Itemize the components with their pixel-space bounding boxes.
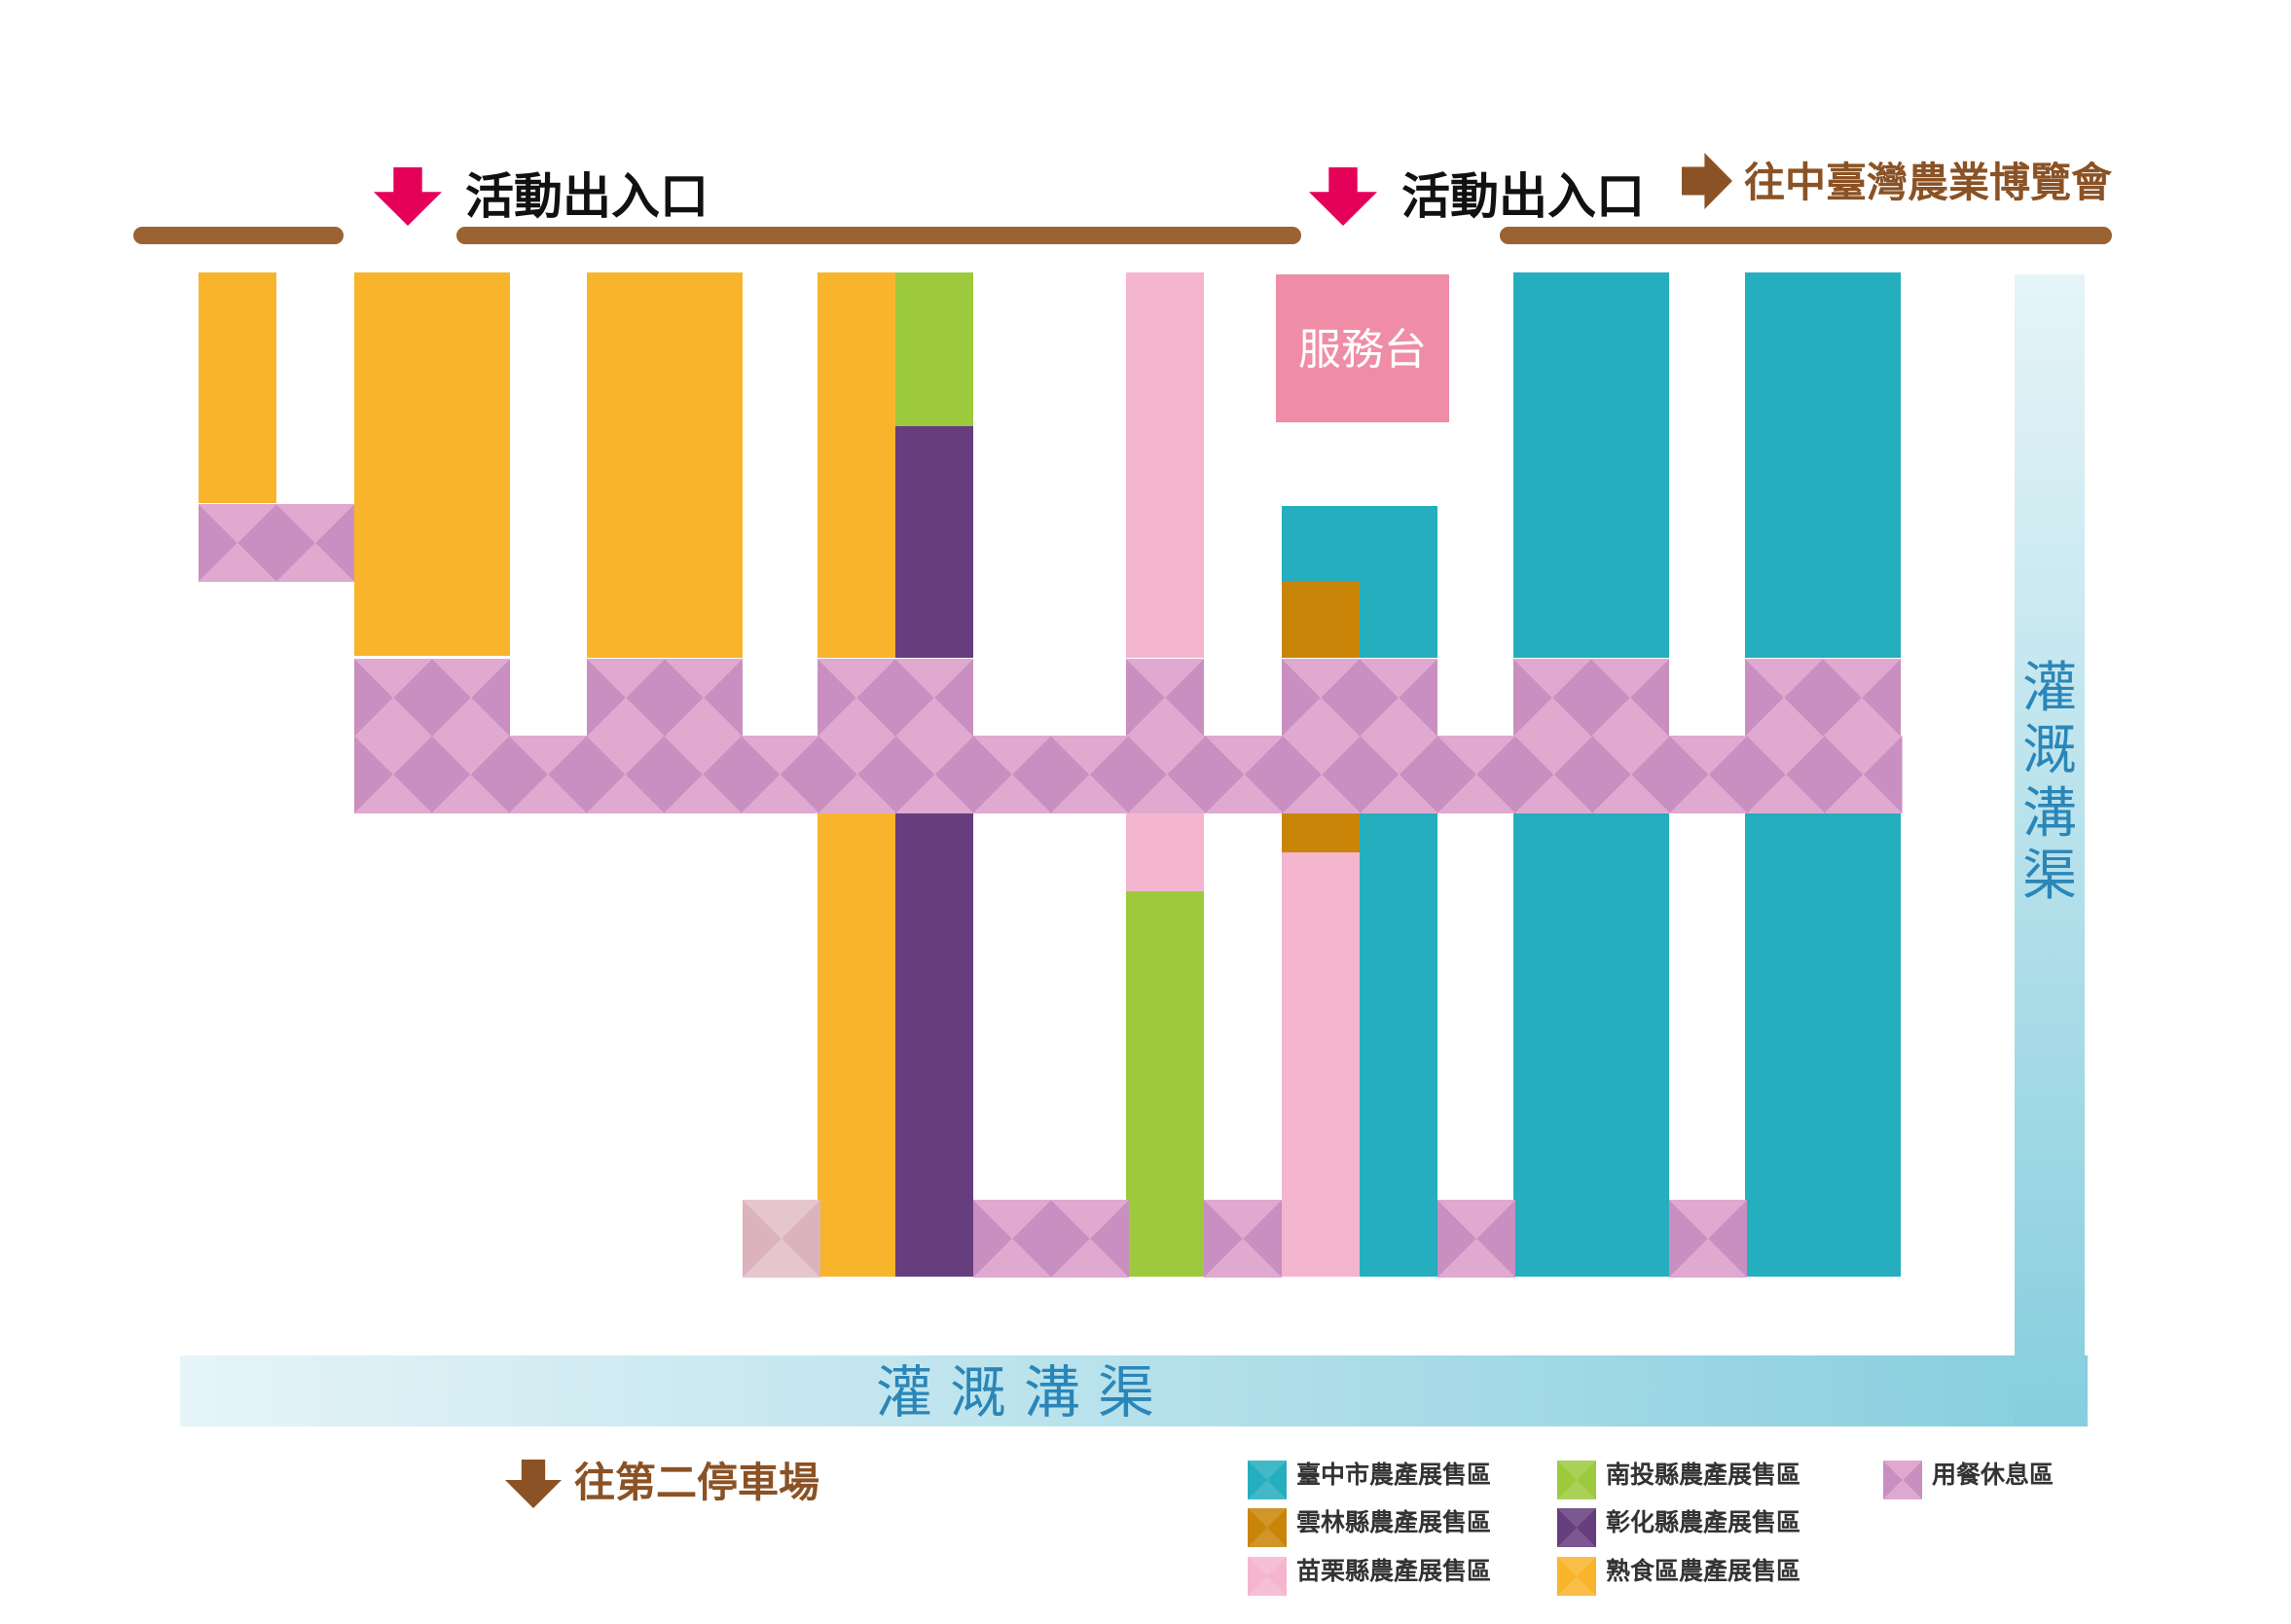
rest-tile-15	[431, 736, 510, 813]
legend-label-yunlin: 雲林縣農產展售區	[1296, 1508, 1492, 1536]
rest-tile-6	[895, 659, 973, 737]
rest-tile-2	[432, 659, 510, 737]
stall-food-4	[587, 272, 743, 658]
canal-bottom	[180, 1355, 2088, 1426]
rest-tile-37	[973, 1200, 1051, 1278]
rest-tile-8	[1282, 659, 1360, 737]
to-expo-arrow-icon	[1682, 153, 1732, 209]
rest-tile-20	[818, 736, 896, 813]
service-desk	[1276, 274, 1449, 422]
rest-tile-38	[1051, 1200, 1129, 1278]
rest-tile-27	[1360, 736, 1438, 813]
legend-swatch-miaoli	[1248, 1557, 1287, 1596]
rest-tile-14	[354, 736, 432, 813]
legend-swatch-food	[1557, 1557, 1596, 1596]
stall-taichung-22	[1745, 272, 1901, 658]
canal-label-right: 灌溉溝渠	[2022, 657, 2077, 909]
canal-label-bottom: 灌溉溝渠	[876, 1359, 1173, 1426]
rest-tile-10	[1513, 659, 1591, 737]
legend-label-food: 熟食區農產展售區	[1606, 1557, 1801, 1585]
stall-taichung-20	[1513, 272, 1669, 658]
rest-tile-30	[1592, 736, 1670, 813]
rest-tile-1	[354, 659, 432, 737]
rest-tile-13	[1823, 659, 1901, 737]
canal-right	[2015, 274, 2085, 1426]
rest-tile-39	[1204, 1200, 1282, 1278]
stall-miaoli-18	[1282, 852, 1360, 1277]
rest-tile-25	[1205, 736, 1284, 813]
service-desk-label: 服務台	[1298, 325, 1427, 375]
rest-tile-22	[973, 736, 1051, 813]
rest-tile-26	[1283, 736, 1361, 813]
entrance-arrow-right-icon	[1309, 167, 1377, 226]
rest-tile-24	[1128, 736, 1206, 813]
rest-tile-34	[199, 504, 276, 582]
stall-changhua-10	[895, 812, 973, 1277]
rest-tile-28	[1437, 736, 1515, 813]
legend-swatch-yunlin	[1248, 1508, 1287, 1547]
legend-swatch-changhua	[1557, 1508, 1596, 1547]
stall-changhua-9	[895, 426, 973, 658]
stall-food-3	[431, 581, 509, 656]
stall-miaoli-12	[1126, 812, 1204, 891]
rest-tile-16	[509, 736, 587, 813]
rest-tile-3	[587, 659, 665, 737]
stall-nantou-13	[1126, 891, 1204, 1277]
rest-tile-41	[1669, 1200, 1747, 1278]
rest-tile-4	[665, 659, 743, 737]
rest-tile-35	[276, 504, 354, 582]
stall-nantou-8	[895, 272, 973, 426]
stall-miaoli-11	[1126, 272, 1204, 658]
stall-taichung-16	[1360, 582, 1437, 658]
legend-swatch-rest	[1883, 1461, 1922, 1499]
stall-yunlin-15	[1282, 582, 1360, 658]
stall-food-7	[818, 812, 895, 1277]
rest-tile-18	[664, 736, 742, 813]
rest-tile-32	[1747, 736, 1825, 813]
rest-tile-29	[1514, 736, 1593, 813]
rest-tile-23	[1050, 736, 1129, 813]
rest-tile-11	[1591, 659, 1669, 737]
to-parking-label: 往第二停車場	[574, 1459, 820, 1506]
stall-food-6	[818, 272, 895, 658]
stall-taichung-23	[1745, 812, 1901, 1277]
legend-label-nantou: 南投縣農產展售區	[1606, 1461, 1801, 1489]
legend-swatch-nantou	[1557, 1461, 1596, 1499]
stall-taichung-21	[1513, 812, 1669, 1277]
entrance-label-right: 活動出入口	[1401, 168, 1645, 225]
to-expo-label: 往中臺灣農業博覽會	[1744, 159, 2113, 206]
rest-tile-33	[1824, 736, 1903, 813]
rest-tile-40	[1437, 1200, 1515, 1278]
legend-label-changhua: 彰化縣農產展售區	[1606, 1508, 1801, 1536]
stall-yunlin-17	[1282, 812, 1360, 852]
rest-tile-31	[1669, 736, 1748, 813]
rest-tile-17	[586, 736, 665, 813]
legend-label-taichung: 臺中市農產展售區	[1296, 1461, 1492, 1489]
stall-taichung-14	[1282, 506, 1437, 582]
rest-tile-36	[743, 1200, 820, 1278]
stall-taichung-19	[1360, 812, 1437, 1277]
rest-tile-19	[741, 736, 819, 813]
rest-tile-5	[818, 659, 895, 737]
rest-tile-9	[1360, 659, 1437, 737]
entrance-arrow-left-icon	[374, 167, 442, 226]
legend-swatch-taichung	[1248, 1461, 1287, 1499]
entrance-label-left: 活動出入口	[465, 168, 709, 225]
stall-food-1	[199, 272, 276, 503]
rest-tile-7	[1126, 659, 1204, 737]
to-parking-arrow-icon	[505, 1460, 562, 1508]
rest-tile-21	[895, 736, 974, 813]
legend-label-miaoli: 苗栗縣農產展售區	[1296, 1557, 1492, 1585]
rest-tile-12	[1745, 659, 1823, 737]
legend-label-rest: 用餐休息區	[1932, 1461, 2055, 1489]
